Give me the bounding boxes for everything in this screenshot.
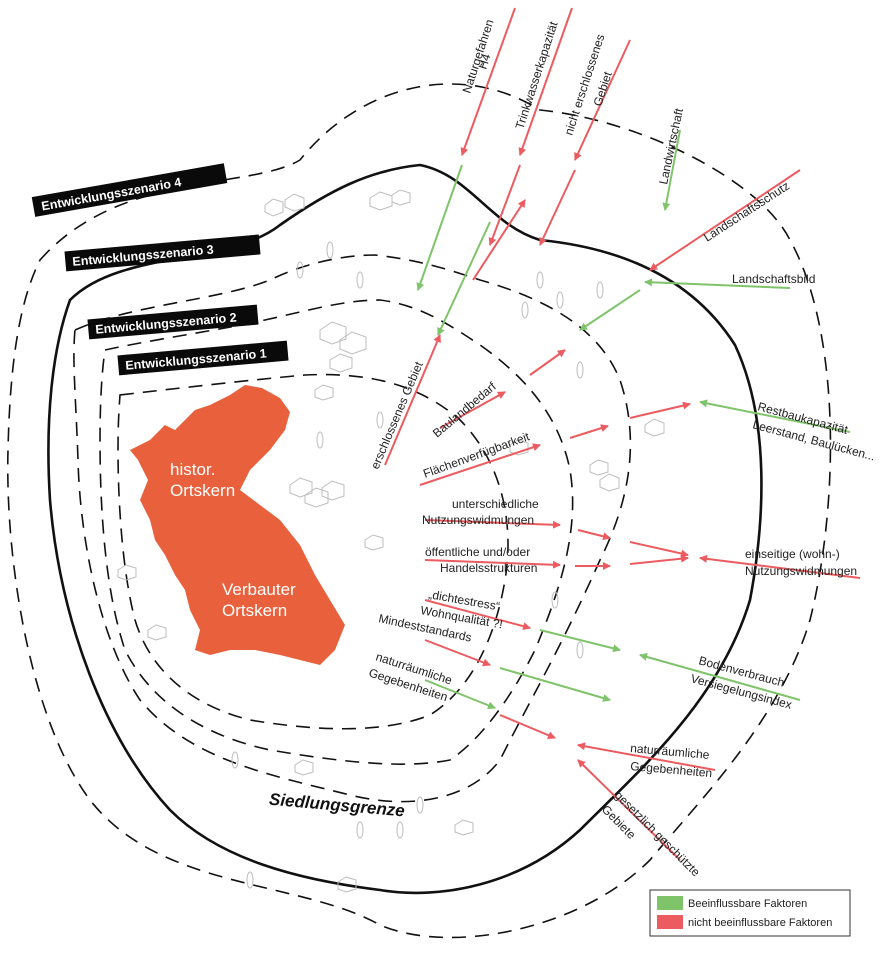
- verbaut-line1: Verbauter: [222, 580, 296, 599]
- einseitige-line1: einseitige (wohn-): [745, 547, 840, 561]
- scenario-1-boundary: [117, 373, 509, 730]
- siedlungsgrenze-boundary: [47, 163, 763, 895]
- verbaut-line2: Ortskern: [222, 601, 287, 620]
- scenario-label-1: Entwicklungsszenario 1: [117, 340, 289, 376]
- legend-green-swatch: [657, 896, 683, 910]
- scenario-label-4: Entwicklungsszenario 4: [31, 163, 228, 217]
- scenario-label-3: Entwicklungsszenario 3: [64, 234, 261, 272]
- oeffentliche-line2: Handelsstrukturen: [440, 561, 537, 575]
- oeffentliche-line1: öffentliche und/oder: [425, 545, 530, 559]
- trinkwasser-label: Trinkwasserkapazität: [513, 19, 561, 131]
- landschaftsschutz-label: Landschaftsschutz: [701, 179, 792, 245]
- landschaftsbild-label: Landschaftsbild: [732, 272, 815, 286]
- scenario-label-2: Entwicklungsszenario 2: [87, 304, 259, 340]
- right-factor-arrows: [577, 399, 861, 861]
- scenario-3-boundary: [73, 254, 632, 803]
- unterschiedliche-line2: Nutzungswidmungen: [422, 513, 534, 527]
- ortskern-area: [130, 385, 345, 665]
- erschlossen-label: erschlossenes Gebiet: [368, 359, 426, 471]
- baulandbedarf-label: Baulandbedarf: [430, 379, 499, 440]
- background-buildings: [117, 189, 665, 893]
- naturraum-right-line2: Gegebenheiten: [630, 759, 713, 780]
- inner-factor-arrows: [384, 334, 691, 739]
- siedlungsgrenze-label: Siedlungsgrenze: [268, 790, 405, 821]
- legend-green-label: Beeinflussbare Faktoren: [688, 898, 807, 910]
- naturraum-right-line1: naturräumliche: [630, 741, 711, 762]
- legend: Beeinflussbare Faktoren nicht beeinfluss…: [649, 889, 851, 937]
- landwirtschaft-label: Landwirtschaft: [656, 106, 686, 185]
- histor-line1: histor.: [170, 460, 215, 479]
- legend-red-swatch: [657, 915, 683, 929]
- legend-red-label: nicht beeinflussbare Faktoren: [688, 917, 832, 929]
- h4-label: H4: [476, 52, 494, 71]
- unterschiedliche-line1: unterschiedliche: [452, 497, 539, 511]
- top-factor-arrows: [416, 7, 801, 336]
- scenario-4-boundary: [6, 83, 832, 939]
- histor-line2: Ortskern: [170, 481, 235, 500]
- scenario-2-boundary: [99, 299, 574, 765]
- einseitige-line2: Nutzungswidmungen: [745, 564, 857, 578]
